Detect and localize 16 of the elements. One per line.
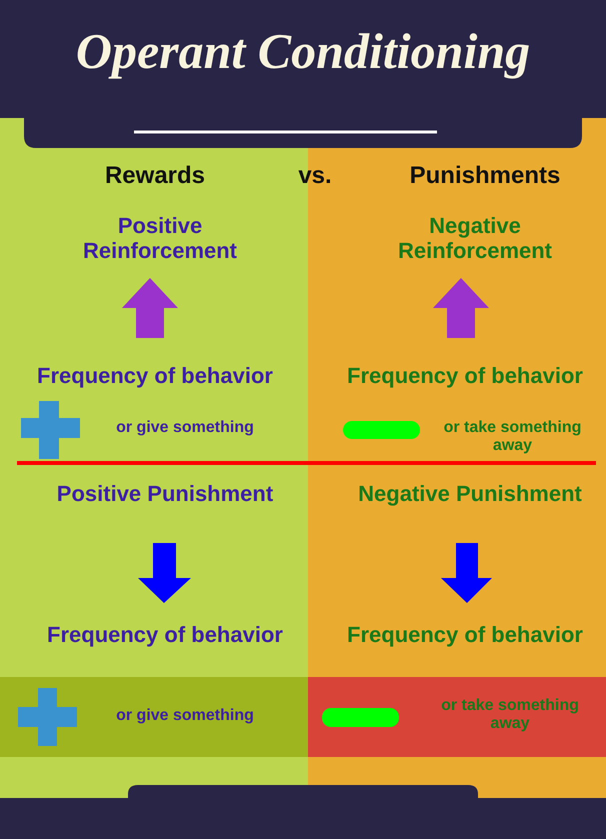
- term-heading: Negative Reinforcement: [396, 213, 554, 264]
- note-text: or take something away: [442, 419, 582, 456]
- column-heading: Rewards: [104, 162, 206, 190]
- effect-text: Frequency of behavior: [36, 363, 274, 388]
- note-text: or give something: [115, 707, 255, 726]
- note-text: or take something away: [440, 697, 580, 734]
- term-heading: Negative Punishment: [357, 481, 583, 506]
- term-heading: Positive Reinforcement: [82, 213, 238, 264]
- title: Operant Conditioning: [74, 22, 532, 80]
- effect-text: Frequency of behavior: [346, 622, 584, 648]
- term-heading: Positive Punishment: [56, 481, 274, 506]
- effect-text: Frequency of behavior: [46, 622, 284, 648]
- effect-text: Frequency of behavior: [346, 363, 584, 388]
- vs-text: vs.: [297, 162, 333, 190]
- column-heading: Punishments: [408, 162, 562, 190]
- note-text: or give something: [115, 419, 255, 438]
